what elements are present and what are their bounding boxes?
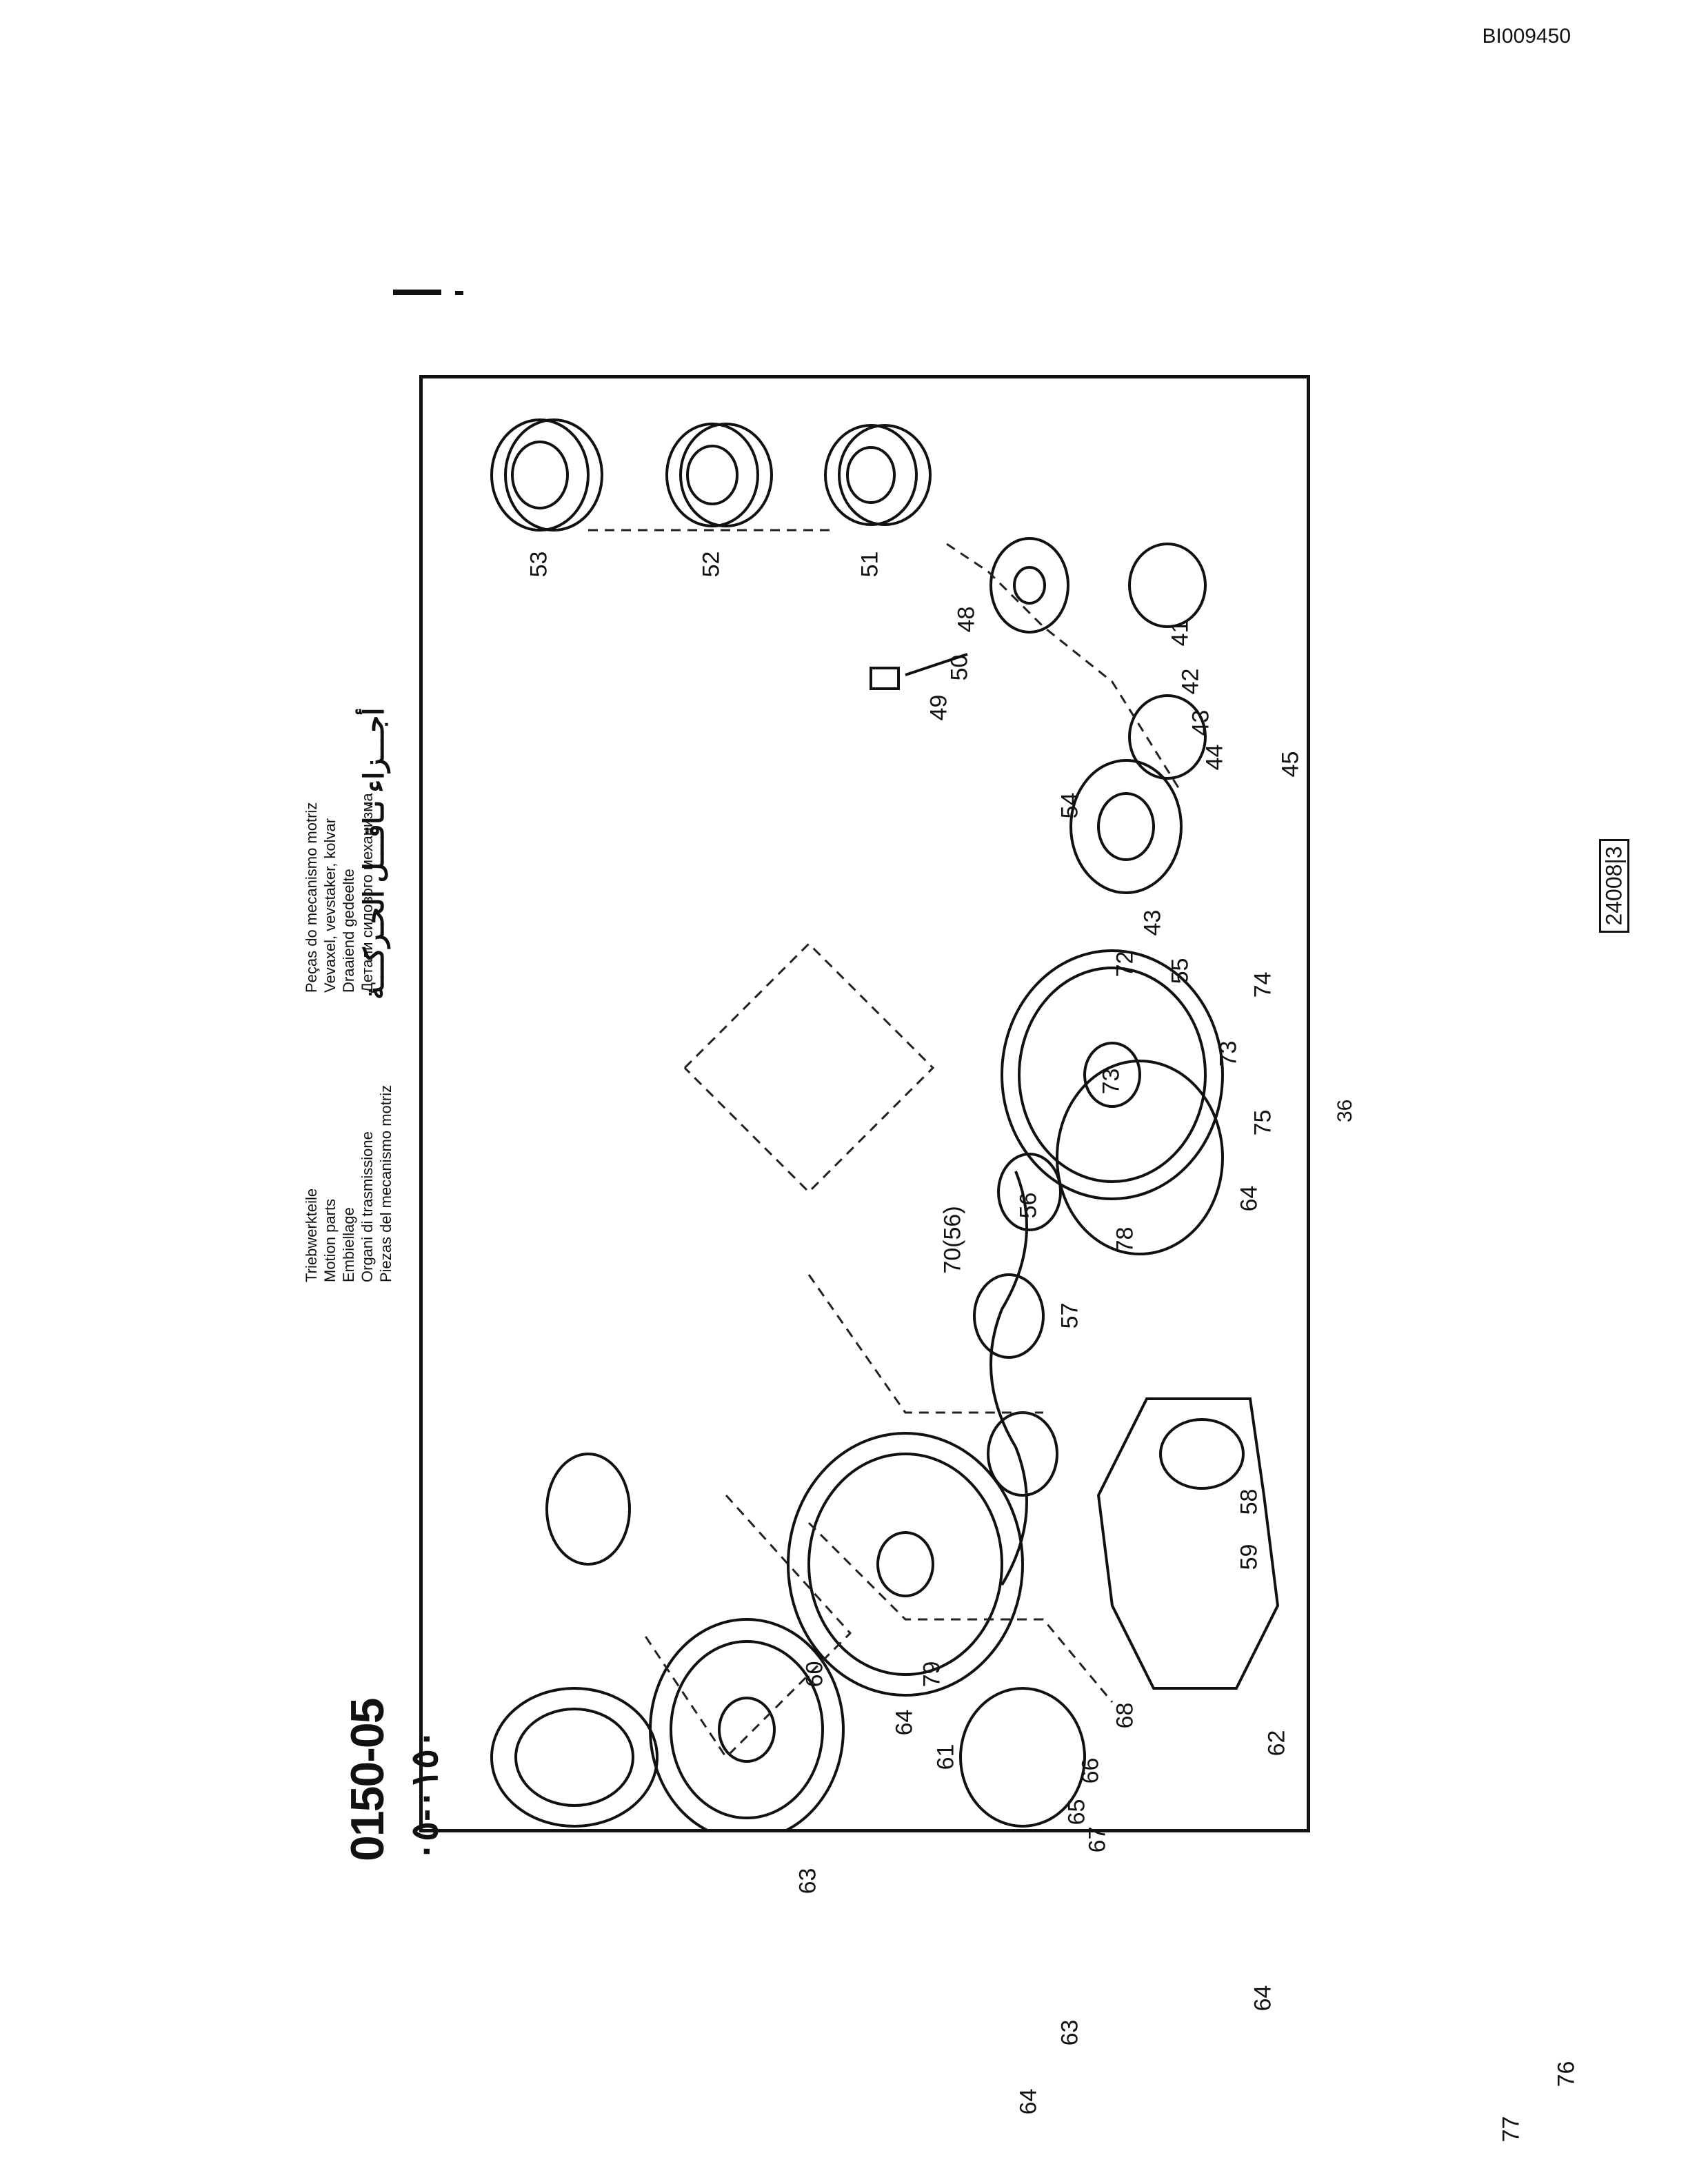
title-nl: Draaiend gedeelte [340, 869, 357, 993]
cover-76 [959, 1687, 1086, 1828]
callout-60: 63 [794, 1868, 821, 1894]
title-de: Triebwerkteile [303, 1188, 320, 1282]
callout-49: 51 [856, 551, 883, 578]
callout-44: 44 [1201, 744, 1228, 771]
callout-55: 57 [1056, 1302, 1083, 1329]
margin-mark-small [455, 291, 463, 295]
callout-41: 41 [1167, 620, 1194, 647]
callout-61: 62 [1263, 1730, 1290, 1757]
callout-56: 58 [1236, 1488, 1263, 1515]
title-arabic: أجـــزاء نـاقـــل الحـركـــة [359, 707, 390, 1000]
engine-block [1096, 1397, 1280, 1690]
callout-72: 72 [1112, 951, 1138, 978]
diagram-frame: 53 52 51 48 50 49 54 41 42 43 44 45 43 5… [419, 375, 1629, 2142]
callout-57: 59 [1236, 1544, 1263, 1570]
callout-45: 45 [1277, 751, 1304, 778]
callout-58: 60 [801, 1661, 828, 1688]
title-es: Piezas del mecanismo motriz [377, 1084, 394, 1282]
callout-70-56: 70(56) [939, 1206, 966, 1274]
plate-72 [1056, 1060, 1224, 1255]
bolt-47 [870, 653, 968, 690]
pistons-41-45 [1128, 543, 1207, 780]
callout-66: 66 [1077, 1757, 1104, 1784]
pulley-50 [665, 423, 773, 527]
pulley-61 [649, 1618, 845, 1829]
pulley-51 [490, 418, 603, 532]
retaining-ring-60 [545, 1453, 631, 1566]
ring-gear-70 [1001, 949, 1224, 1200]
page-number: 36 [1334, 1099, 1356, 1122]
callout-73: 73 [1098, 1068, 1125, 1095]
callout-78: 78 [1112, 1226, 1138, 1253]
title-pt: Peças do mecanismo motriz [303, 802, 320, 993]
ring-62 [490, 1687, 659, 1828]
hub-46 [989, 537, 1069, 634]
callout-43: 43 [1187, 709, 1214, 736]
callout-63: 64 [1015, 2088, 1042, 2115]
damper-52 [1069, 759, 1183, 894]
callout-52: 54 [1056, 792, 1083, 819]
callout-59: 61 [932, 1743, 959, 1770]
callout-68: 68 [1112, 1702, 1138, 1729]
callout-64b: 64 [891, 1709, 918, 1736]
callout-77: 77 [1498, 2116, 1525, 2143]
callout-62: 63 [1056, 2019, 1083, 2046]
section-code: 0150-05 [341, 1699, 394, 1861]
callout-76: 76 [1553, 2061, 1580, 2087]
crankshaft-53 [973, 1153, 1062, 1586]
title-fr: Embiellage [340, 1207, 357, 1282]
callout-74: 74 [1249, 971, 1276, 998]
callout-75: 75 [1249, 1109, 1276, 1136]
callout-46: 48 [953, 606, 980, 633]
callout-73b: 73 [1215, 1040, 1242, 1067]
pulley-49 [824, 424, 932, 526]
callout-43b: 43 [1139, 909, 1166, 936]
flywheel-56 [787, 1432, 1024, 1697]
callout-54: 56 [1015, 1192, 1042, 1219]
title-sv: Vevaxel, vevstaker, kolvar [321, 818, 339, 993]
callout-79: 79 [918, 1661, 945, 1688]
callout-50: 52 [698, 551, 725, 578]
titles-left: Triebwerkteile Motion parts Embiellage O… [302, 1085, 395, 1282]
margin-mark [393, 290, 441, 295]
title-en: Motion parts [321, 1198, 339, 1282]
reference-box: 24008|3 [1599, 839, 1629, 933]
title-it: Organi di trasmissione [359, 1131, 376, 1282]
callout-53: 55 [1167, 958, 1194, 984]
callout-65: 65 [1063, 1799, 1090, 1826]
callout-67: 67 [1084, 1826, 1111, 1853]
callout-48: 50 [946, 654, 973, 681]
callout-64a: 64 [1236, 1185, 1263, 1212]
callout-47: 49 [925, 694, 952, 721]
callout-51: 53 [525, 551, 552, 578]
callout-42: 42 [1177, 668, 1204, 695]
document-id: BI009450 [1482, 25, 1571, 48]
callout-64c: 64 [1249, 1985, 1276, 2012]
exploded-parts-diagram [490, 418, 1280, 1829]
